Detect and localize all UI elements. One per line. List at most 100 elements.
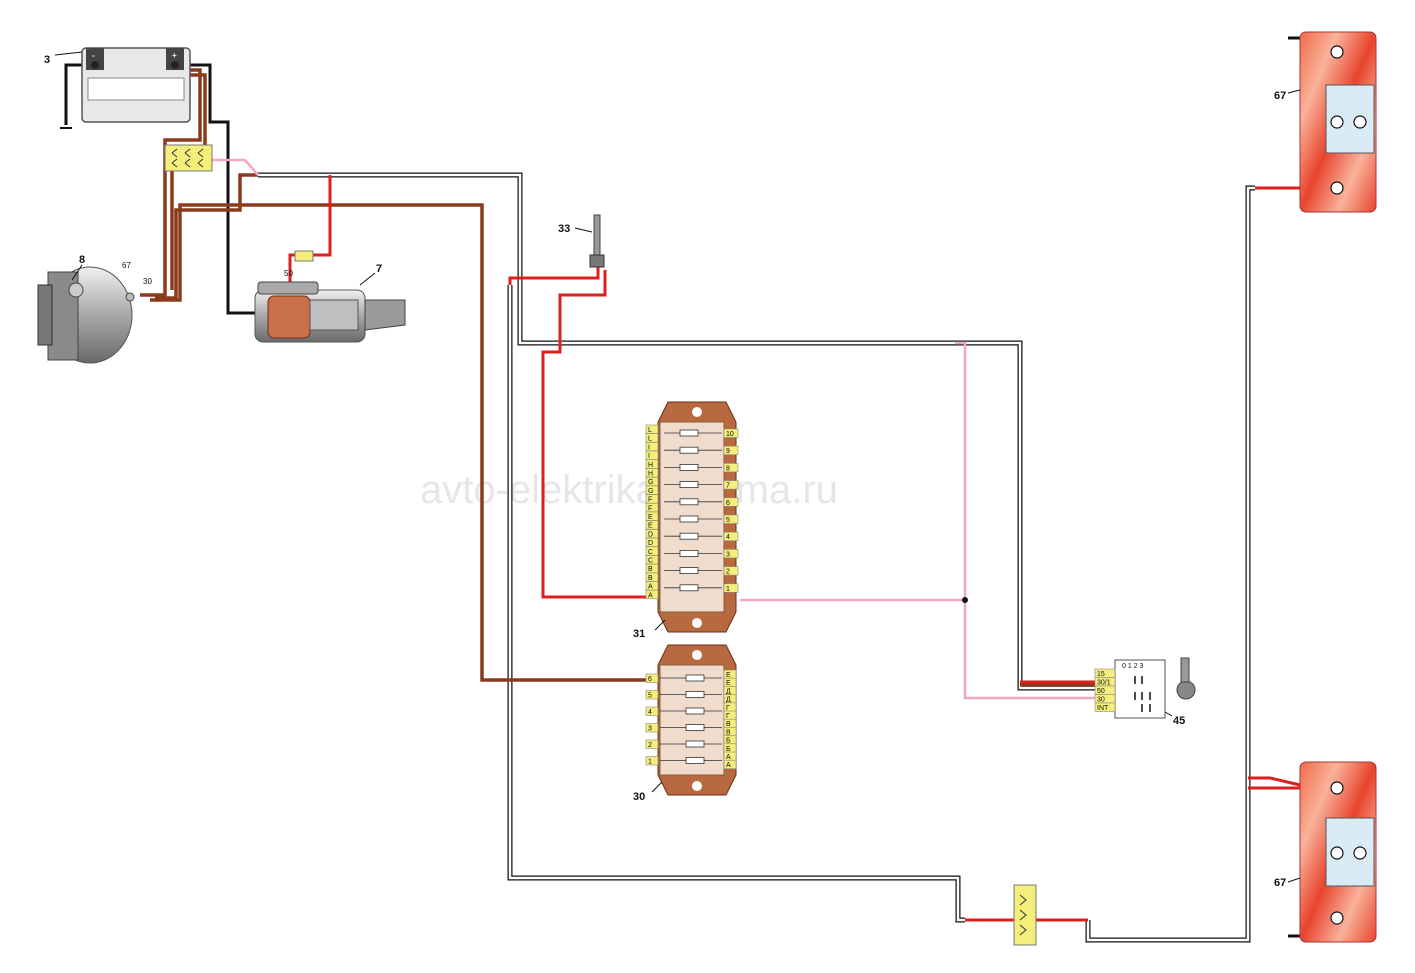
fuse-30-right-pin-4: Г [726, 705, 730, 712]
fuse-box-31 [657, 401, 737, 633]
fuse-31-element-5 [679, 515, 699, 523]
watermark: avto-elektrika-shema.ru [420, 468, 838, 512]
oil-sensor-label: 33 [558, 223, 570, 235]
starter-label: 7 [376, 263, 382, 275]
oil-pressure-sensor [589, 214, 605, 268]
fuse-31-right-pin-8: 2 [726, 569, 730, 576]
key-icon [1176, 657, 1196, 700]
lamp-bottom-label: 67 [1274, 877, 1286, 889]
starter [254, 281, 406, 343]
fuse-31-right-pin-4: 6 [726, 500, 730, 507]
fuse-30-left-pin-4: 2 [648, 742, 652, 749]
fuse-30-left-pin-1: 5 [648, 693, 652, 700]
fuse-31-element-8 [679, 567, 699, 574]
fuse-30-right-pin-7: В [726, 729, 731, 736]
fuse-31-left-pin-11: E [648, 523, 653, 530]
ignition-terminal-2: 50 [1097, 688, 1105, 695]
wire-white-harness [258, 172, 1255, 943]
fuse-30-right-pin-11: А [726, 762, 731, 769]
junction-dot [962, 597, 968, 603]
fuse-31-element-0 [679, 429, 699, 437]
fuse-30-left-pin-3: 3 [648, 726, 652, 733]
starter-term-50: 50 [284, 269, 293, 278]
fuse-30-right-pin-10: А [726, 754, 731, 761]
generator [37, 266, 135, 364]
fuse-31-left-pin-9: F [648, 505, 652, 512]
fuse-31-left-pin-2: I [648, 444, 650, 451]
fuse-31-right-pin-9: 1 [726, 586, 730, 593]
starter-connector [294, 250, 314, 262]
bottom-connector [1013, 884, 1037, 946]
fuse-31-rows [664, 429, 722, 592]
fuse-30-element-2 [685, 707, 705, 715]
wire-brown [140, 68, 1095, 687]
fuse-31-left-pin-12: D [648, 531, 653, 538]
fuse-30-left-pin-5: 1 [648, 759, 652, 766]
fuse-31-right-pin-0: 10 [726, 431, 734, 438]
fuse-30-right-pin-1: Е [726, 680, 731, 687]
fuse-31-left-pin-1: L [648, 436, 652, 443]
fuse-31-left-pin-8: F [648, 497, 652, 504]
fuse-31-left-pin-7: G [648, 488, 653, 495]
generator-label: 8 [79, 254, 85, 266]
fuse-30-element-1 [685, 691, 705, 698]
fuse-31-left-pin-5: H [648, 471, 653, 478]
fuse-31-right-pin-6: 4 [726, 534, 730, 541]
battery: - + [81, 47, 191, 123]
fuse-31-right-pin-3: 7 [726, 483, 730, 490]
fuse-31-right-pin-1: 9 [726, 448, 730, 455]
fuse-31-left-pin-10: E [648, 514, 653, 521]
battery-label: 3 [44, 54, 50, 66]
fuse-31-element-3 [679, 481, 699, 489]
fuse-30-element-4 [685, 740, 705, 748]
generator-term-67: 67 [122, 261, 131, 270]
fuse-31-element-1 [679, 446, 699, 454]
fuse-31-left-pin-0: L [648, 427, 652, 434]
ignition-terminal-3: 30 [1097, 697, 1105, 704]
fuse-30-element-0 [685, 674, 705, 682]
rear-lamp-top [1299, 31, 1377, 213]
fuse-30-rows [660, 674, 722, 764]
fuse-31-element-2 [679, 463, 699, 471]
fuse-30-right-pin-9: Б [726, 746, 731, 753]
fuse-box-31-label: 31 [633, 628, 645, 640]
fuse-31-right-pin-2: 8 [726, 465, 730, 472]
ignition-switch-label: 45 [1173, 715, 1185, 727]
fuse-30-left-pins: 6 5 4 3 2 1 [645, 673, 659, 766]
wire-red [288, 175, 1301, 922]
fuse-31-left-pin-18: A [648, 584, 653, 591]
fuse-30-left-pin-2: 4 [648, 709, 652, 716]
fuse-30-right-pin-3: Д [726, 697, 731, 704]
fuse-31-left-pin-17: B [648, 575, 653, 582]
fuse-30-left-pin-0: 6 [648, 676, 652, 683]
fuse-31-left-pin-3: I [648, 453, 650, 460]
fuse-30-right-pin-8: Б [726, 738, 731, 745]
ignition-positions: 0 1 2 3 [1122, 663, 1144, 670]
ignition-terminal-1: 30/1 [1097, 680, 1111, 687]
lamp-top-label: 67 [1274, 90, 1286, 102]
wire-pink [212, 158, 1095, 700]
fuse-31-element-4 [679, 498, 699, 506]
fuse-30-right-pin-5: Г [726, 713, 730, 720]
fuse-box-30-label: 30 [633, 791, 645, 803]
fuse-31-left-pin-6: G [648, 479, 653, 486]
fuse-30-right-pin-6: В [726, 721, 731, 728]
fuse-30-element-5 [685, 757, 705, 764]
fuse-30-right-pin-2: Д [726, 688, 731, 695]
fuse-31-element-6 [679, 532, 699, 540]
generator-term-30: 30 [143, 277, 152, 286]
ignition-terminal-4: INT [1097, 705, 1109, 712]
fuse-31-left-pin-19: A [648, 592, 653, 599]
fuse-30-right-pin-0: Е [726, 672, 731, 679]
fuse-30-element-3 [685, 724, 705, 731]
fuse-31-element-7 [679, 550, 699, 557]
battery-minus-label: - [92, 51, 95, 60]
connector-block [164, 144, 213, 172]
fuse-31-element-9 [679, 584, 699, 592]
fuse-31-right-pin-7: 3 [726, 551, 730, 558]
fuse-31-left-pin-16: B [648, 566, 653, 573]
